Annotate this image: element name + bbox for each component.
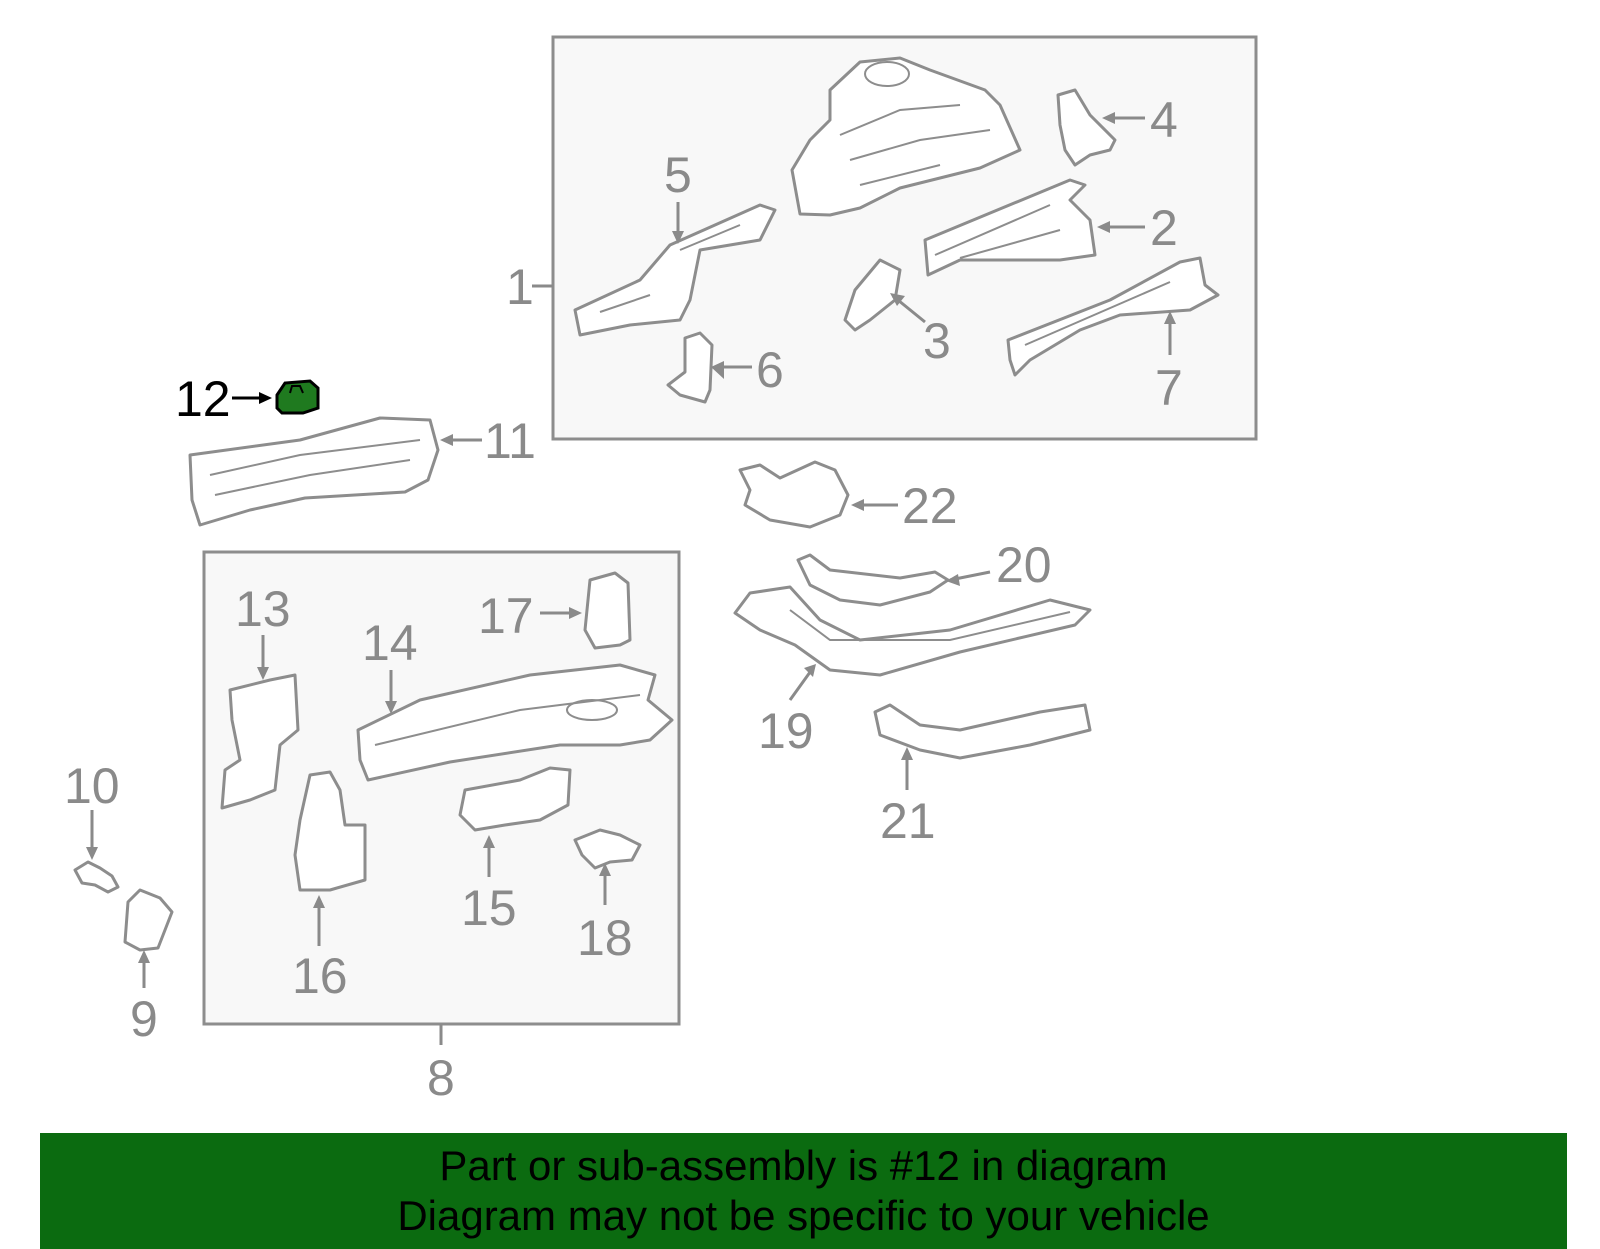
- part-apron-upper[interactable]: [790, 56, 1022, 217]
- callout-8: 8: [427, 1050, 455, 1106]
- callout-21: 21: [880, 793, 936, 849]
- callout-6: 6: [756, 342, 784, 398]
- part-15[interactable]: [458, 766, 572, 832]
- part-21[interactable]: [873, 703, 1092, 760]
- part-5[interactable]: [573, 203, 777, 337]
- callout-18: 18: [577, 910, 633, 966]
- callout-9: 9: [130, 991, 158, 1047]
- leader-19: [788, 667, 815, 701]
- callout-13: 13: [235, 581, 291, 637]
- part-18[interactable]: [573, 828, 642, 870]
- part-13[interactable]: [220, 673, 300, 810]
- part-12-highlighted[interactable]: [275, 379, 320, 415]
- callout-3: 3: [923, 313, 951, 369]
- arrowheads: [86, 112, 1176, 963]
- banner-line-disclaimer: Diagram may not be specific to your vehi…: [397, 1192, 1210, 1239]
- part-3[interactable]: [843, 258, 902, 332]
- callout-15: 15: [461, 880, 517, 936]
- callout-14: 14: [362, 615, 418, 671]
- callout-5: 5: [664, 147, 692, 203]
- part-12-shape[interactable]: [275, 379, 320, 415]
- banner-line-part: Part or sub-assembly is #12 in diagram: [439, 1142, 1168, 1189]
- arrowhead-12: [259, 392, 272, 404]
- callout-10: 10: [64, 758, 120, 814]
- part-4[interactable]: [1056, 88, 1117, 167]
- callout-19: 19: [758, 703, 814, 759]
- part-9[interactable]: [123, 888, 174, 952]
- callout-17: 17: [478, 588, 534, 644]
- callout-4: 4: [1150, 92, 1178, 148]
- part-17[interactable]: [583, 571, 632, 650]
- callout-2: 2: [1150, 200, 1178, 256]
- part-16[interactable]: [293, 770, 367, 892]
- part-10-bolt[interactable]: [73, 860, 120, 894]
- callout-11: 11: [484, 413, 536, 469]
- part-2[interactable]: [923, 178, 1097, 277]
- part-22[interactable]: [738, 460, 850, 529]
- callout-22: 22: [902, 478, 958, 534]
- part-11[interactable]: [188, 416, 440, 527]
- callout-12: 12: [175, 371, 231, 427]
- parts-diagram: 1 2 3 4 5 6 7 8 9 10 11 12 13 14 15 16 1…: [64, 35, 1258, 1106]
- part-20[interactable]: [796, 553, 950, 607]
- part-19[interactable]: [733, 585, 1092, 677]
- callout-16: 16: [292, 948, 348, 1004]
- part-6[interactable]: [666, 331, 714, 404]
- callout-1: 1: [506, 259, 534, 315]
- part-7[interactable]: [1006, 256, 1220, 377]
- part-14[interactable]: [356, 663, 674, 782]
- info-banner: Part or sub-assembly is #12 in diagram D…: [40, 1133, 1567, 1249]
- callout-20: 20: [996, 537, 1052, 593]
- callout-7: 7: [1155, 360, 1183, 416]
